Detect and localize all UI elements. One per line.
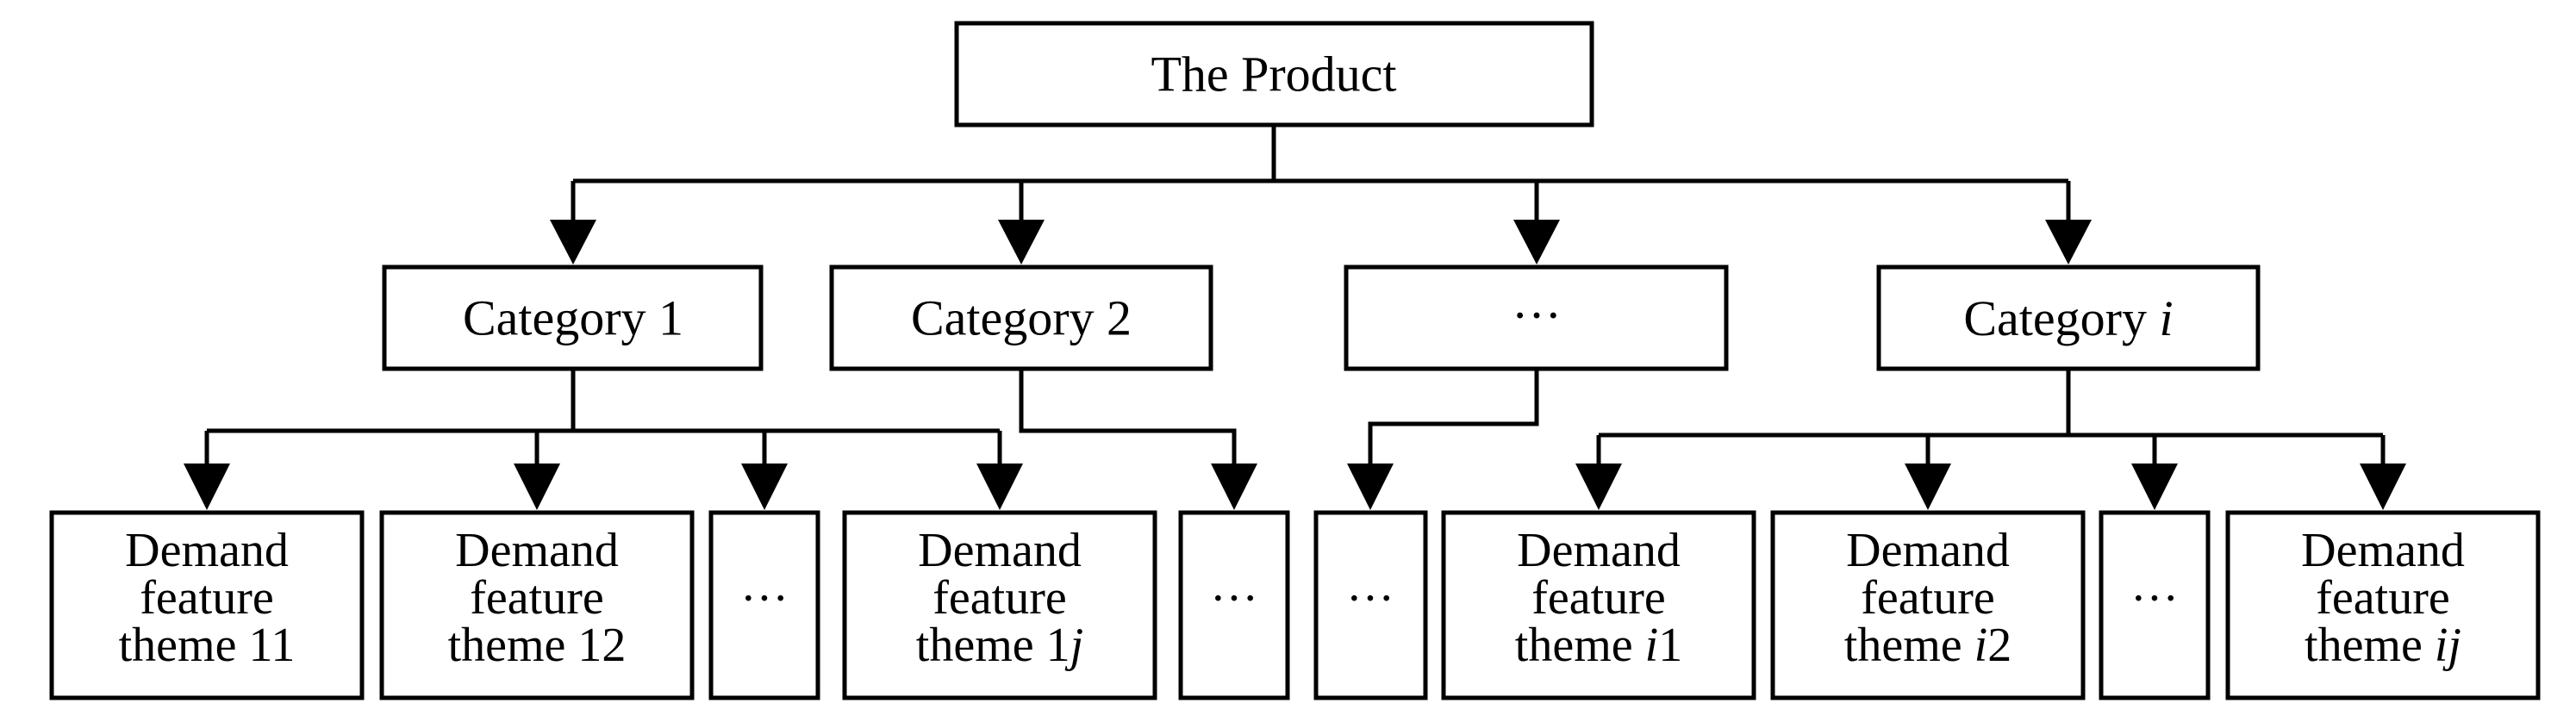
- theme-ij-node: Demand feature theme ij: [2225, 510, 2541, 700]
- theme-i2-line2: feature: [1861, 571, 1994, 625]
- theme-11-node: Demand feature theme 11: [49, 510, 365, 700]
- theme-11-line1: Demand: [125, 524, 289, 577]
- edge-category-ellipsis-to-ellipsis: [1368, 369, 1539, 474]
- arrowhead-theme-i2: [1905, 464, 1951, 510]
- theme-2-ellipsis-node: ···: [1178, 510, 1290, 700]
- root-box: [954, 21, 1594, 128]
- category-1-label: Category 1: [463, 290, 683, 346]
- category-i-italic: i: [2159, 290, 2173, 346]
- category-2-node: Category 2: [829, 264, 1213, 371]
- theme-ellipsis-ellipsis-box: [1313, 510, 1428, 700]
- arrowhead-theme-i1: [1575, 464, 1622, 510]
- arrowhead-theme-11: [184, 464, 230, 510]
- connectors: [184, 125, 2406, 510]
- theme-i-ellipsis-box: [2099, 510, 2211, 700]
- root-node: The Product: [954, 21, 1594, 128]
- theme-i1-line2: feature: [1531, 571, 1665, 625]
- theme-row: Demand feature theme 11 Demand feature t…: [49, 510, 2541, 700]
- theme-i-ellipsis-label: ···: [2130, 572, 2179, 625]
- category-1-box: [382, 264, 764, 371]
- theme-1j-box: [842, 510, 1157, 700]
- category-ellipsis-label: ···: [1512, 288, 1562, 344]
- theme-1-ellipsis-box: [708, 510, 820, 700]
- arrowhead-category-i: [2045, 220, 2092, 264]
- theme-2-ellipsis-label: ···: [1210, 572, 1258, 625]
- theme-ij-line1: Demand: [2301, 524, 2465, 577]
- edge-category-2-to-ellipsis: [1019, 369, 1237, 474]
- theme-i2-node: Demand feature theme i2: [1770, 510, 2086, 700]
- category-ellipsis-node: ···: [1344, 264, 1729, 371]
- theme-i2-box: [1770, 510, 2086, 700]
- arrowhead-category-1: [550, 220, 596, 264]
- category-row: Category 1 Category 2 ··· Category i: [382, 264, 2261, 371]
- arrowhead-theme-1-ellipsis: [741, 464, 788, 510]
- theme-ellipsis-ellipsis-label: ···: [1346, 572, 1394, 625]
- category-ellipsis-box: [1344, 264, 1729, 371]
- theme-ij-line3-text: theme: [2305, 619, 2435, 672]
- theme-i1-node: Demand feature theme i1: [1441, 510, 1756, 700]
- theme-12-node: Demand feature theme 12: [379, 510, 695, 700]
- theme-ij-box: [2225, 510, 2541, 700]
- theme-2-ellipsis-box: [1178, 510, 1290, 700]
- theme-i2-line1: Demand: [1846, 524, 2010, 577]
- theme-12-line1: Demand: [455, 524, 619, 577]
- theme-i-ellipsis-node: ···: [2099, 510, 2211, 700]
- theme-1j-line2: feature: [932, 571, 1066, 625]
- category-i-node: Category i: [1876, 264, 2261, 371]
- arrowhead-category-ellipsis: [1513, 220, 1560, 264]
- theme-i1-line3-tail: 1: [1658, 619, 1682, 672]
- theme-ij-line2: feature: [2316, 571, 2449, 625]
- theme-ij-line3-italic: ij: [2435, 619, 2461, 672]
- arrowhead-theme-1j: [976, 464, 1023, 510]
- theme-ij-line3: theme ij: [2305, 619, 2461, 672]
- category-i-text: Category: [1963, 290, 2159, 346]
- category-2-box: [829, 264, 1213, 371]
- arrowhead-category-2: [998, 220, 1045, 264]
- theme-11-box: [49, 510, 365, 700]
- theme-11-line2: feature: [140, 571, 273, 625]
- root-label: The Product: [1151, 47, 1396, 103]
- theme-i1-box: [1441, 510, 1756, 700]
- theme-12-line3: theme 12: [448, 619, 627, 672]
- theme-i2-line3: theme i2: [1844, 619, 2012, 672]
- arrowhead-theme-12: [514, 464, 560, 510]
- theme-i2-line3-italic: i: [1974, 619, 1988, 672]
- theme-1j-node: Demand feature theme 1j: [842, 510, 1157, 700]
- theme-1-ellipsis-label: ···: [740, 572, 789, 625]
- arrowhead-category-2-ellipsis: [1211, 464, 1257, 510]
- theme-11-line3: theme 11: [119, 619, 296, 672]
- theme-1j-line3-italic: j: [1065, 619, 1084, 672]
- category-2-label: Category 2: [911, 290, 1132, 346]
- theme-i1-line3: theme i1: [1515, 619, 1682, 672]
- arrowhead-category-ellipsis-child: [1347, 464, 1394, 510]
- theme-i1-line3-text: theme: [1515, 619, 1645, 672]
- theme-i2-line3-text: theme: [1844, 619, 1974, 672]
- theme-1-ellipsis-node: ···: [708, 510, 820, 700]
- theme-ellipsis-ellipsis-node: ···: [1313, 510, 1428, 700]
- theme-12-box: [379, 510, 695, 700]
- theme-i1-line3-italic: i: [1645, 619, 1659, 672]
- arrowhead-theme-i-ellipsis: [2131, 464, 2178, 510]
- theme-1j-line3-text: theme 1: [916, 619, 1070, 672]
- theme-i1-line1: Demand: [1517, 524, 1681, 577]
- theme-12-line2: feature: [470, 571, 603, 625]
- theme-1j-line1: Demand: [918, 524, 1082, 577]
- theme-1j-line3: theme 1j: [916, 619, 1083, 672]
- category-i-label: Category i: [1963, 290, 2173, 346]
- category-i-box: [1876, 264, 2261, 371]
- theme-i2-line3-tail: 2: [1987, 619, 2012, 672]
- category-1-node: Category 1: [382, 264, 764, 371]
- arrowhead-theme-ij: [2360, 464, 2406, 510]
